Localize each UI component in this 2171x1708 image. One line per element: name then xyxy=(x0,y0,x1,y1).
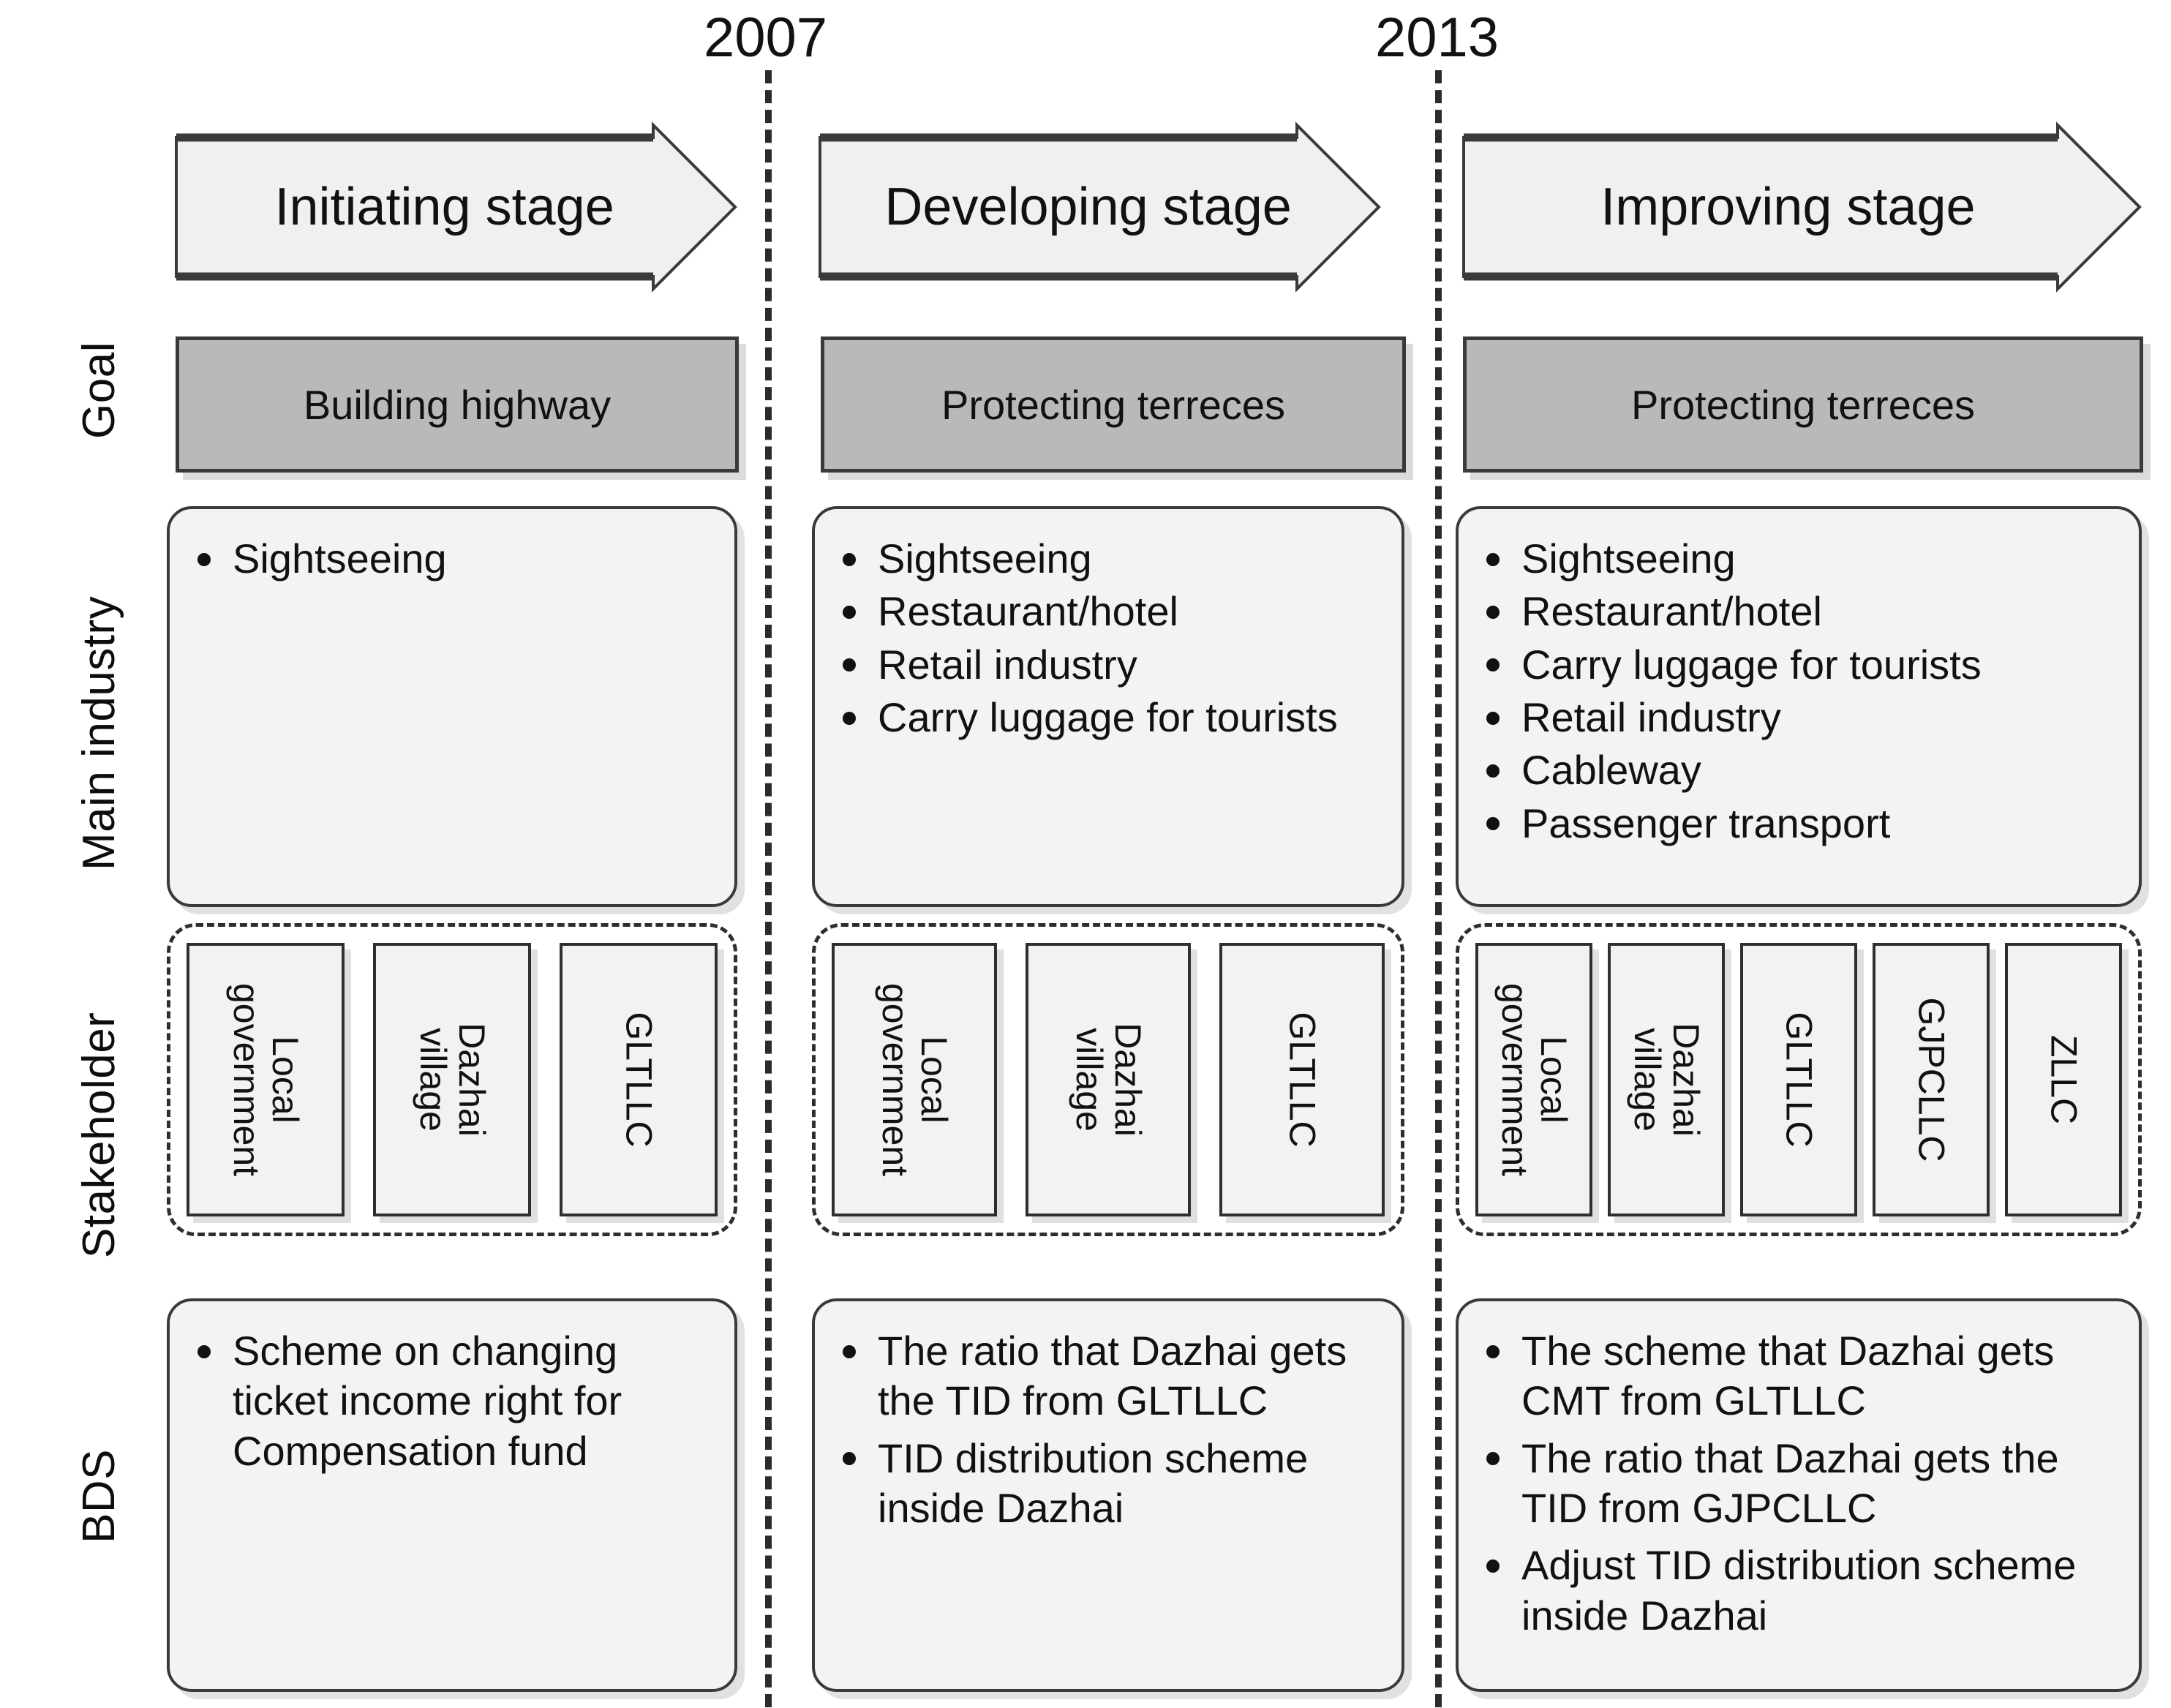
row-label-bds: BDS xyxy=(74,1449,124,1543)
goal-box-improving: Protecting terreces xyxy=(1463,336,2143,473)
list-item: Adjust TID distribution scheme inside Da… xyxy=(1480,1540,2112,1641)
list-item: Cableway xyxy=(1480,745,2118,795)
goal-label: Protecting terreces xyxy=(941,381,1285,428)
stakeholder-label: GLTLLC xyxy=(1282,1012,1323,1148)
main-industry-list: Sightseeing Restaurant/hotel Carry lugga… xyxy=(1480,534,2118,849)
year-label-2013: 2013 xyxy=(1375,7,1500,69)
stakeholder-label: GLTLLC xyxy=(1778,1012,1820,1148)
bds-card-improving: The scheme that Dazhai gets CMT from GLT… xyxy=(1456,1298,2142,1692)
goal-label: Building highway xyxy=(303,381,612,428)
list-item: Sightseeing xyxy=(1480,534,2118,584)
main-industry-card-developing: Sightseeing Restaurant/hotel Retail indu… xyxy=(812,506,1404,907)
list-item: Carry luggage for tourists xyxy=(837,693,1381,742)
year-label-2007: 2007 xyxy=(704,7,828,69)
list-item: Restaurant/hotel xyxy=(1480,587,2118,636)
stakeholder-box[interactable]: GLTLLC xyxy=(1219,943,1385,1216)
stage-arrow-label: Developing stage xyxy=(884,178,1292,236)
timeline-divider-2013 xyxy=(1435,70,1442,1707)
list-item: The scheme that Dazhai gets CMT from GLT… xyxy=(1480,1326,2112,1426)
timeline-divider-2007 xyxy=(765,70,772,1707)
stage-arrow-developing: Developing stage xyxy=(818,121,1381,293)
goal-box-developing: Protecting terreces xyxy=(821,336,1406,473)
list-item: TID distribution scheme inside Dazhai xyxy=(837,1434,1375,1534)
list-item: Passenger transport xyxy=(1480,799,2118,849)
stage-arrow-improving: Improving stage xyxy=(1461,121,2142,293)
bds-list: The scheme that Dazhai gets CMT from GLT… xyxy=(1480,1326,2112,1641)
stakeholder-label: GJPCLLC xyxy=(1911,997,1952,1162)
row-label-goal: Goal xyxy=(74,342,124,439)
goal-box-initiating: Building highway xyxy=(176,336,739,473)
list-item: Retail industry xyxy=(1480,693,2118,742)
main-industry-list: Sightseeing Restaurant/hotel Retail indu… xyxy=(837,534,1381,742)
stage-arrow-initiating: Initiating stage xyxy=(174,121,737,293)
list-item: Restaurant/hotel xyxy=(837,587,1381,636)
goal-label: Protecting terreces xyxy=(1631,381,1975,428)
main-industry-card-improving: Sightseeing Restaurant/hotel Carry lugga… xyxy=(1456,506,2142,907)
stakeholder-box[interactable]: GJPCLLC xyxy=(1873,943,1990,1216)
stage-arrow-label: Improving stage xyxy=(1600,178,1976,236)
bds-card-initiating: Scheme on changing ticket income right f… xyxy=(167,1298,737,1692)
stakeholder-box[interactable]: GLTLLC xyxy=(1740,943,1857,1216)
list-item: Scheme on changing ticket income right f… xyxy=(192,1326,708,1476)
list-item: Retail industry xyxy=(837,640,1381,690)
row-label-stakeholder: Stakeholder xyxy=(74,1012,124,1258)
bds-list: The ratio that Dazhai gets the TID from … xyxy=(837,1326,1375,1533)
stage-arrow-label: Initiating stage xyxy=(274,178,614,236)
list-item: The ratio that Dazhai gets the TID from … xyxy=(837,1326,1375,1426)
stakeholder-label: GLTLLC xyxy=(618,1012,660,1148)
bds-list: Scheme on changing ticket income right f… xyxy=(192,1326,708,1476)
row-label-main-industry: Main industry xyxy=(74,595,124,870)
stakeholder-box[interactable]: ZLLC xyxy=(2005,943,2122,1216)
list-item: Carry luggage for tourists xyxy=(1480,640,2118,690)
bds-card-developing: The ratio that Dazhai gets the TID from … xyxy=(812,1298,1404,1692)
list-item: Sightseeing xyxy=(837,534,1381,584)
main-industry-card-initiating: Sightseeing xyxy=(167,506,737,907)
main-industry-list: Sightseeing xyxy=(192,534,714,584)
stakeholder-label: ZLLC xyxy=(2043,1034,2085,1125)
list-item: Sightseeing xyxy=(192,534,714,584)
stakeholder-box[interactable]: GLTLLC xyxy=(560,943,718,1216)
list-item: The ratio that Dazhai gets the TID from … xyxy=(1480,1434,2112,1534)
